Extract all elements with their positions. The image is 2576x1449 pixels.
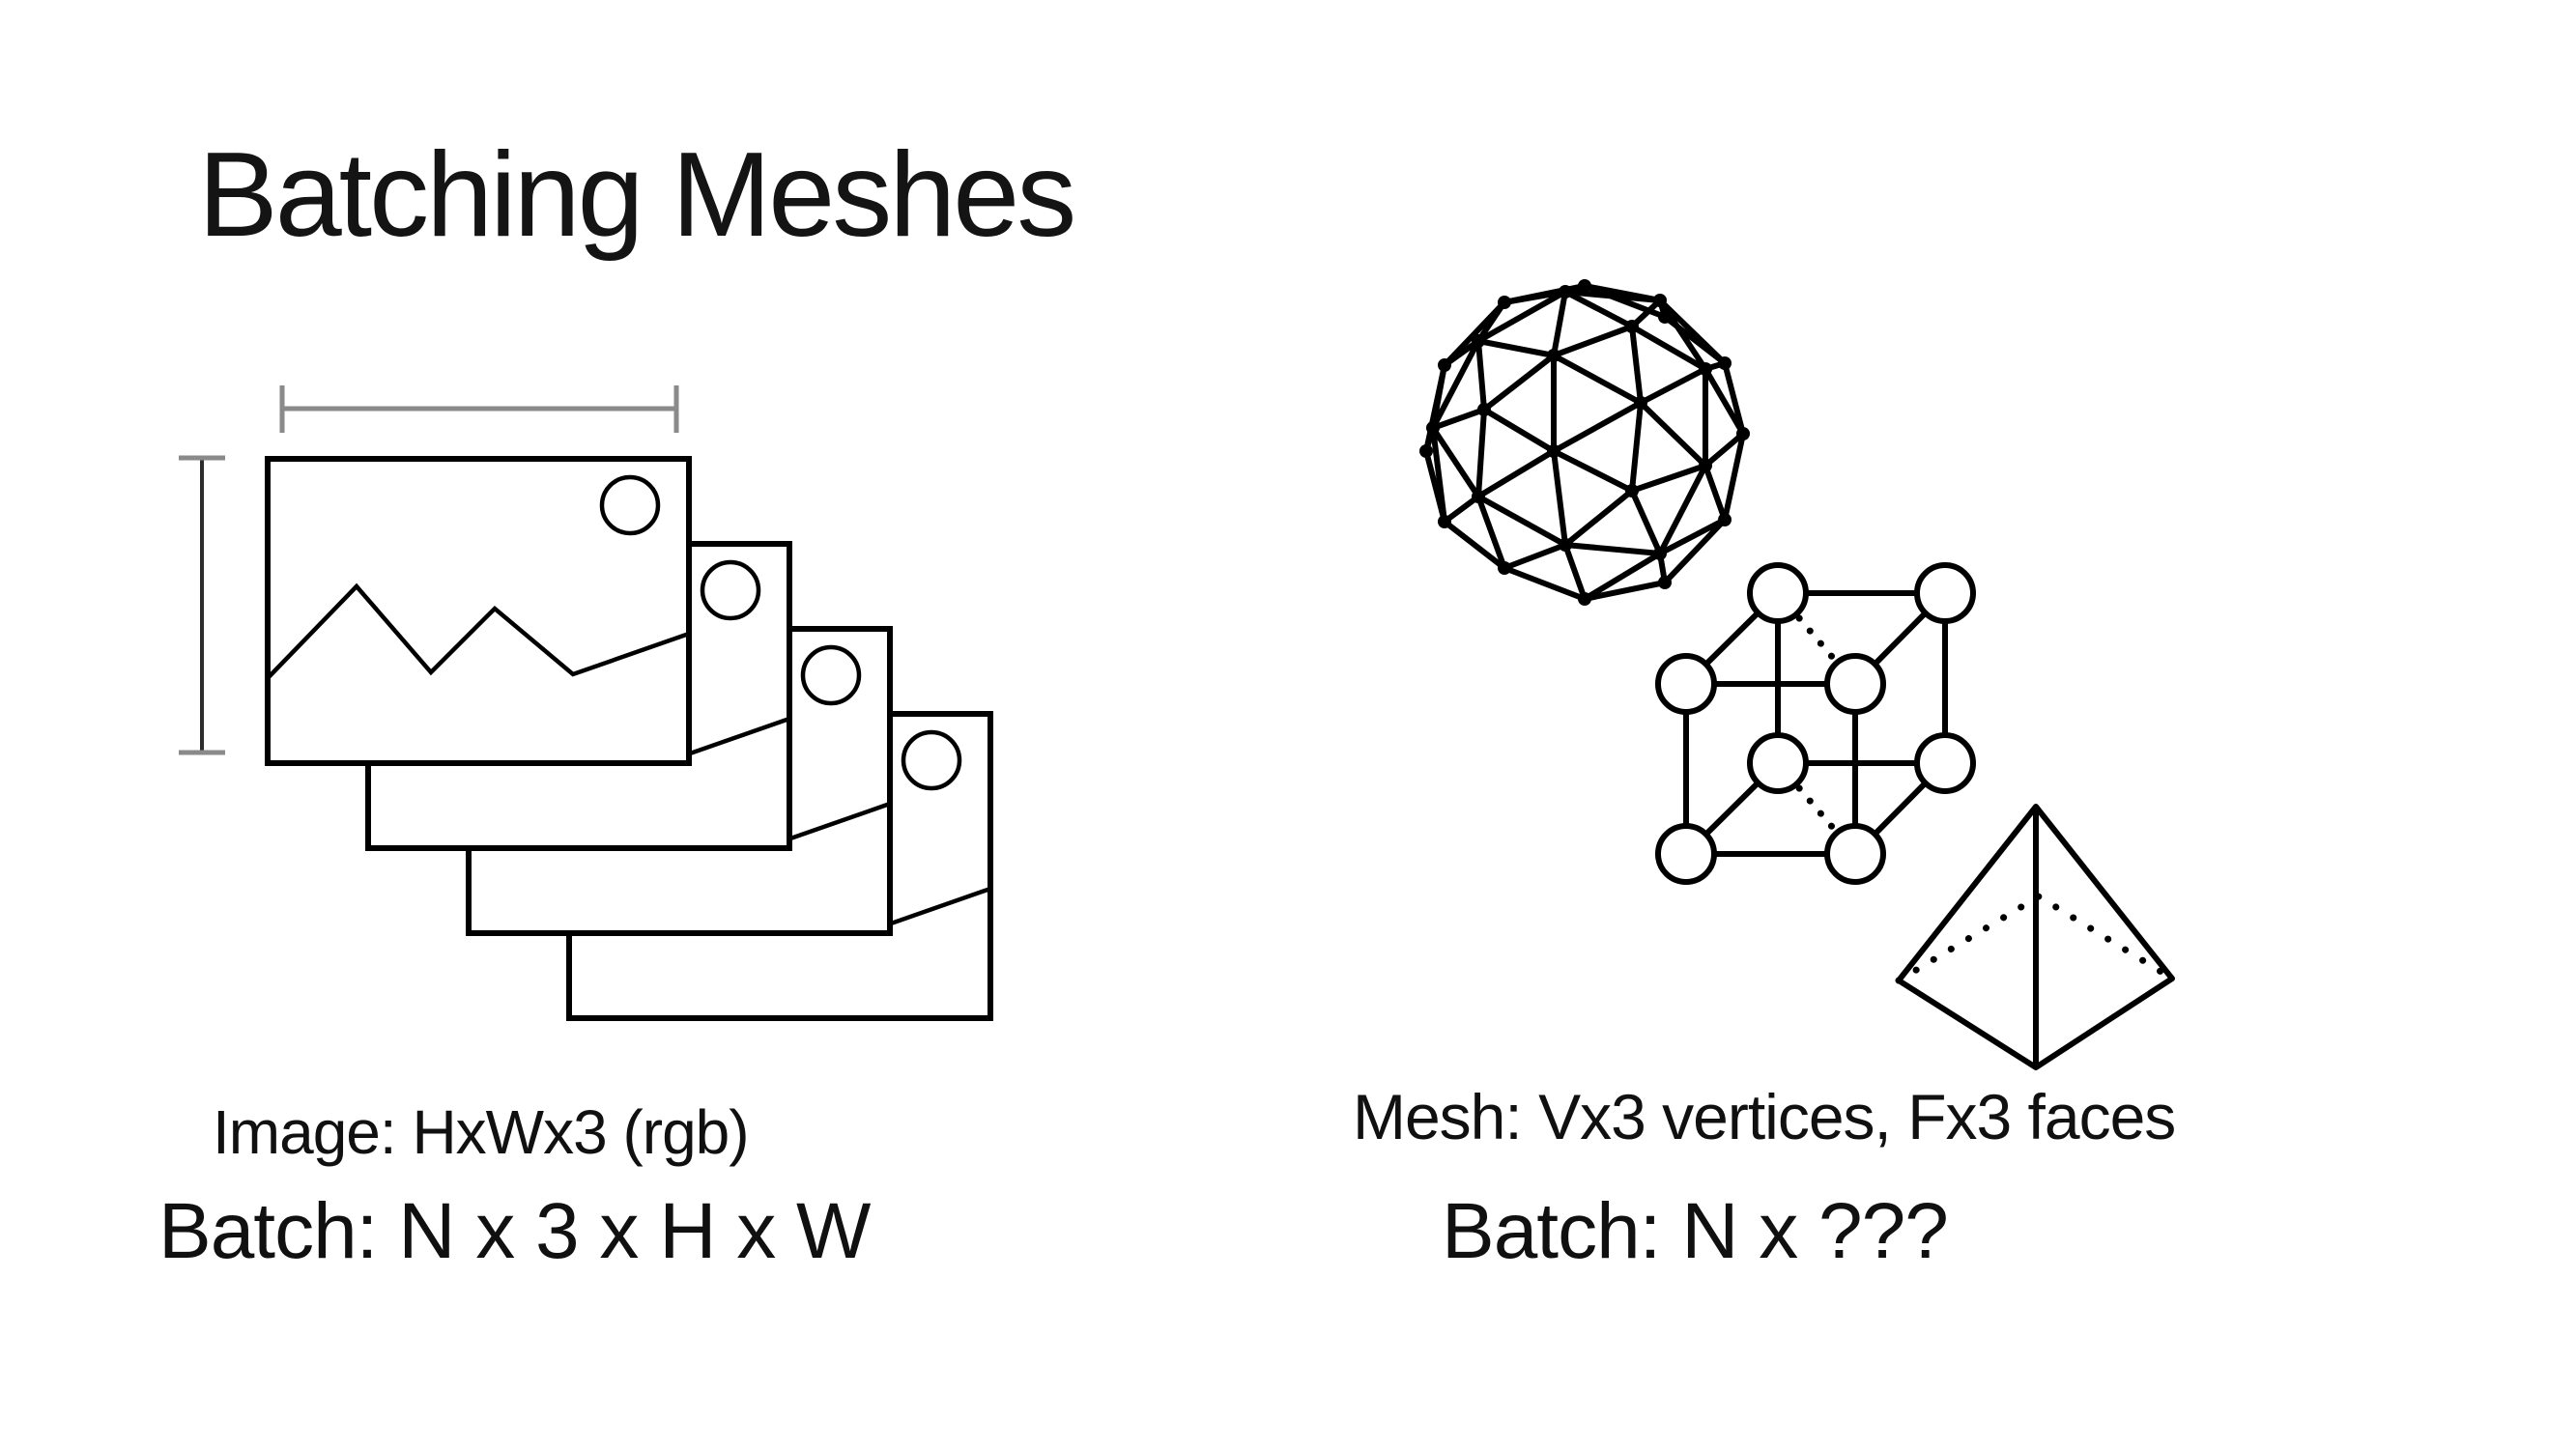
mesh-shape-caption: Mesh: Vx3 vertices, Fx3 faces bbox=[1353, 1081, 2176, 1152]
icosphere-vertex-dots bbox=[1419, 279, 1750, 606]
pyramid-mesh-diagram bbox=[1895, 804, 2176, 1070]
cube-vertex-circles bbox=[1655, 562, 1976, 885]
sun-circle bbox=[700, 559, 761, 621]
image-frame bbox=[265, 456, 692, 766]
sun-circle bbox=[901, 729, 962, 791]
image-stack-diagram bbox=[265, 456, 993, 1021]
image-shape-caption: Image: HxWx3 (rgb) bbox=[213, 1097, 750, 1167]
mountain-zigzag-graphic bbox=[266, 582, 690, 680]
width-dimension-line bbox=[279, 385, 679, 433]
sun-circle bbox=[800, 644, 862, 706]
mesh-batch-caption: Batch: N x ??? bbox=[1442, 1187, 1949, 1275]
image-batch-caption: Batch: N x 3 x H x W bbox=[158, 1187, 871, 1275]
slide-title: Batching Meshes bbox=[198, 128, 1076, 262]
cube-mesh-diagram bbox=[1655, 562, 1976, 885]
icosphere-mesh-diagram bbox=[1419, 279, 1750, 606]
sun-circle bbox=[599, 474, 661, 536]
height-dimension-line bbox=[179, 455, 225, 755]
